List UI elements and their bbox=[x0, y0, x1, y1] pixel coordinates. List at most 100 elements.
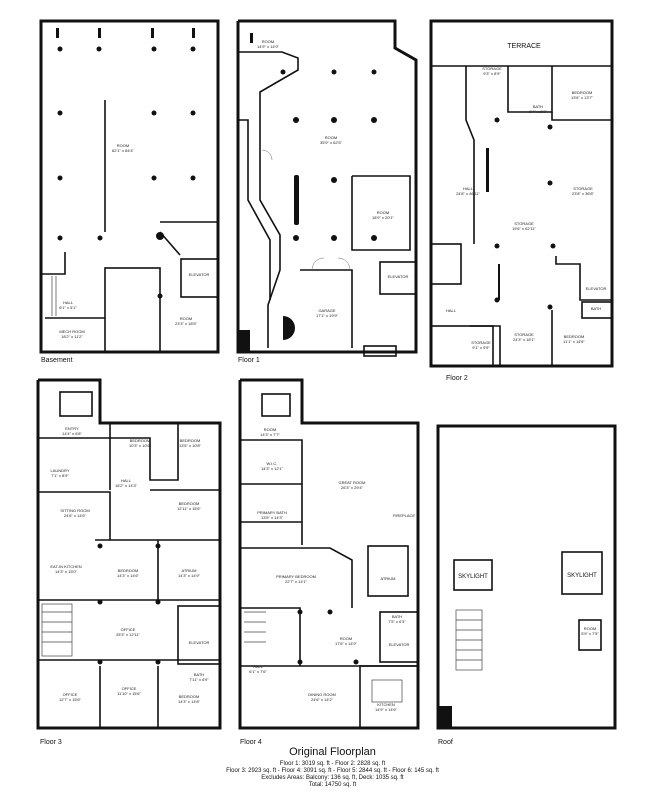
floor3-eatin-dim: 14'3" x 15'0" bbox=[55, 569, 78, 574]
floor2-storage2-label: STORAGE bbox=[573, 186, 593, 191]
floor3-bedroom3-dim: 12'11" x 15'6" bbox=[177, 506, 201, 511]
floor4-wic-dim: 14'3" x 12'1" bbox=[261, 466, 284, 471]
floor2-bedroom2-dim: 11'1" x 14'8" bbox=[563, 339, 585, 344]
floor2-hall2-label: HALL bbox=[446, 308, 457, 313]
basement-plan: ROOM 62'1" x 84'4" ELEVATOR HALL 6'1" x … bbox=[39, 19, 220, 364]
floor2-terrace-label: TERRACE bbox=[507, 43, 541, 50]
floorplan-title: Original Floorplan bbox=[289, 746, 376, 758]
floor3-laundry-label: LAUNDRY bbox=[50, 468, 69, 473]
floor2-storage1-label: STORAGE bbox=[482, 66, 502, 71]
floor4-room-dim: 14'3" x 7'7" bbox=[260, 432, 280, 437]
floor3-bath-label: BATH bbox=[194, 672, 204, 677]
floor1-garage-dim: 17'1" x 19'9" bbox=[316, 313, 339, 318]
floor3-bedroom2-label: BEDROOM bbox=[180, 438, 201, 443]
floor3-office3-label: OFFICE bbox=[122, 686, 137, 691]
floor2-storage4-label: STORAGE bbox=[471, 340, 491, 345]
floor4-elevator-label: ELEVATOR bbox=[389, 642, 410, 647]
floor2-storage1-dim: 9'3" x 8'9" bbox=[483, 71, 501, 76]
floor3-atrium-label: ATRIUM bbox=[181, 568, 196, 573]
floor-area-summary-2: Floor 3: 2923 sq. ft - Floor 4: 3091 sq.… bbox=[226, 768, 439, 774]
basement-mech-label: MECH ROOM bbox=[59, 329, 84, 334]
floor3-title: Floor 3 bbox=[40, 739, 62, 746]
floor3-bedroom4-label: BEDROOM bbox=[118, 568, 139, 573]
floor4-bath-dim: 7'5" x 6'3" bbox=[388, 619, 406, 624]
floor4-kitchen-dim: 14'9" x 14'6" bbox=[375, 707, 398, 712]
floor2-storage3-dim: 19'6" x 62'11" bbox=[512, 226, 536, 231]
roof-title: Roof bbox=[438, 739, 453, 746]
total-area: Total: 14750 sq. ft bbox=[308, 782, 357, 788]
floor2-plan: TERRACE STORAGE 9'3" x 8'9" BATH 9'4" x … bbox=[429, 19, 614, 382]
roof-room-label: ROOM bbox=[584, 626, 596, 631]
floor2-bedroom1-dim: 13'6" x 13'7" bbox=[571, 95, 594, 100]
floor3-eatin-label: EAT-IN KITCHEN bbox=[50, 564, 81, 569]
floor4-dining-dim: 24'6" x 14'2" bbox=[311, 697, 334, 702]
floor1-room-label: ROOM bbox=[325, 135, 337, 140]
floor3-office3-dim: 11'10" x 15'6" bbox=[117, 691, 141, 696]
basement-title: Basement bbox=[41, 357, 73, 364]
roof-plan: SKYLIGHT SKYLIGHT ROOM 5'9" x 7'5" Roof bbox=[436, 424, 617, 746]
floor4-atrium-label: ATRIUM bbox=[380, 576, 395, 581]
basement-room-dim: 62'1" x 84'4" bbox=[112, 148, 135, 153]
floor2-bath-label: BATH bbox=[533, 104, 543, 109]
floor3-office1-label: OFFICE bbox=[121, 627, 136, 632]
floor-area-summary-1: Floor 1: 3019 sq. ft - Floor 2: 2828 sq.… bbox=[279, 761, 386, 767]
floor3-entry-label: ENTRY bbox=[65, 426, 79, 431]
floor4-pbed-label: PRIMARY BEDROOM bbox=[276, 574, 316, 579]
floor4-title: Floor 4 bbox=[240, 739, 262, 746]
floor3-bedroom3-label: BEDROOM bbox=[179, 501, 200, 506]
floor4-hall-dim: 6'1" x 7'6" bbox=[249, 669, 267, 674]
floor1-room-dim: 35'9" x 62'5" bbox=[320, 140, 343, 145]
floor4-plan: ROOM 14'3" x 7'7" W.I.C. 14'3" x 12'1" G… bbox=[238, 378, 420, 746]
floor4-wic-label: W.I.C. bbox=[267, 461, 278, 466]
floor2-hall-label: HALL bbox=[463, 186, 474, 191]
floor3-elevator-label: ELEVATOR bbox=[189, 640, 210, 645]
floor3-bedroom1-dim: 10'3" x 10'6" bbox=[129, 443, 152, 448]
floor4-dining-label: DINING ROOM bbox=[308, 692, 336, 697]
floor4-fireplace-label: FIREPLACE bbox=[393, 513, 416, 518]
floor3-bedroom5-label: BEDROOM bbox=[179, 694, 200, 699]
floor2-bath-dim: 9'4" x 6'0" bbox=[529, 109, 547, 114]
floor3-bedroom4-dim: 14'3" x 14'6" bbox=[117, 573, 140, 578]
floor2-hall-dim: 24'8" x 46'11" bbox=[456, 191, 480, 196]
roof-skylight2-label: SKYLIGHT bbox=[567, 573, 597, 579]
floor3-bedroom1-label: BEDROOM bbox=[130, 438, 151, 443]
floor4-great-label: GREAT ROOM bbox=[339, 480, 366, 485]
basement-columns bbox=[56, 28, 196, 299]
floor2-columns bbox=[486, 117, 556, 310]
floor2-storage3-label: STORAGE bbox=[514, 221, 534, 226]
floor4-pbath-dim: 13'5" x 14'3" bbox=[261, 515, 284, 520]
floor2-storage5-dim: 24'3" x 18'1" bbox=[513, 337, 536, 342]
floor1-garage-label: GARAGE bbox=[318, 308, 335, 313]
basement-hall-dim: 6'1" x 5'1" bbox=[59, 305, 77, 310]
floor2-bath2-label: BATH bbox=[591, 306, 601, 311]
basement-room2-label: ROOM bbox=[180, 316, 192, 321]
floor2-title: Floor 2 bbox=[446, 375, 468, 382]
floor2-storage4-dim: 9'1" x 9'9" bbox=[472, 345, 490, 350]
floor3-sitting-dim: 24'6" x 14'6" bbox=[64, 513, 87, 518]
floor1-room2-dim: 18'9" x 20'1" bbox=[372, 215, 395, 220]
floor1-columns bbox=[250, 33, 377, 241]
floor3-office1-dim: 25'3" x 12'11" bbox=[116, 632, 140, 637]
basement-hall-label: HALL bbox=[63, 300, 74, 305]
floor1-plan: ROOM 35'9" x 62'5" ROOM 18'9" x 20'1" RO… bbox=[236, 19, 418, 364]
floor3-atrium-dim: 14'3" x 14'9" bbox=[178, 573, 201, 578]
floor2-bedroom2-label: BEDROOM bbox=[564, 334, 585, 339]
floor4-kitchen-label: KITCHEN bbox=[377, 702, 395, 707]
floor2-storage2-dim: 23'8" x 36'8" bbox=[572, 191, 595, 196]
floor3-hall-dim: 16'2" x 14'3" bbox=[115, 483, 138, 488]
floor4-great-dim: 26'3" x 29'4" bbox=[341, 485, 364, 490]
floor4-columns bbox=[297, 609, 359, 665]
roof-skylight1-label: SKYLIGHT bbox=[458, 574, 488, 580]
floor3-bedroom5-dim: 14'3" x 14'8" bbox=[178, 699, 201, 704]
floor3-laundry-dim: 7'1" x 8'9" bbox=[51, 473, 69, 478]
floor4-room-label: ROOM bbox=[264, 427, 276, 432]
floor4-bath-label: BATH bbox=[392, 614, 402, 619]
floor4-pbed-dim: 22'7" x 14'1" bbox=[285, 579, 308, 584]
basement-elevator-label: ELEVATOR bbox=[189, 272, 210, 277]
basement-mech-dim: 18'2" x 11'2" bbox=[61, 334, 83, 339]
floor1-elevator-label: ELEVATOR bbox=[388, 274, 409, 279]
floor3-bedroom2-dim: 13'5" x 10'8" bbox=[179, 443, 202, 448]
floor4-pbath-label: PRIMARY BATH bbox=[257, 510, 287, 515]
floor3-office2-dim: 12'7" x 15'6" bbox=[59, 697, 82, 702]
